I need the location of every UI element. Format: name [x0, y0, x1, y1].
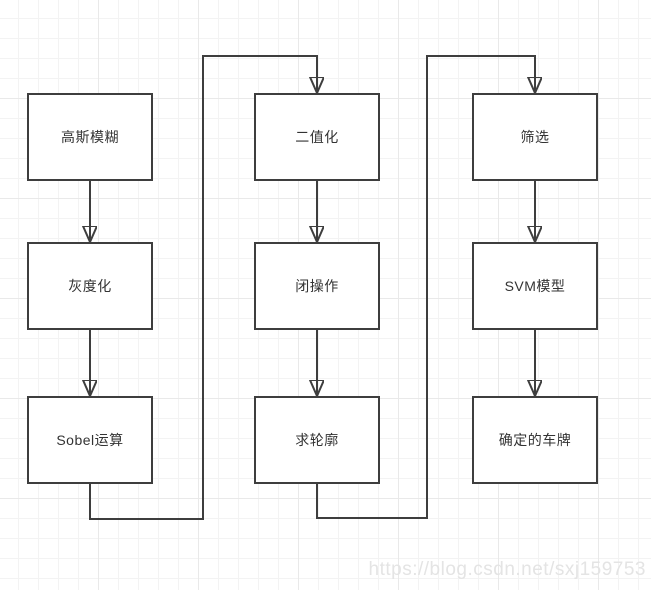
node-filter-label: 筛选: [520, 129, 550, 145]
edge-contour-to-filter[interactable]: [316, 55, 535, 519]
node-contour[interactable]: 求轮廓: [254, 396, 380, 484]
node-plate[interactable]: 确定的车牌: [472, 396, 598, 484]
node-closing[interactable]: 闭操作: [254, 242, 380, 330]
node-plate-label: 确定的车牌: [498, 432, 572, 448]
node-sobel-label: Sobel运算: [56, 432, 124, 448]
node-sobel[interactable]: Sobel运算: [27, 396, 153, 484]
watermark: https://blog.csdn.net/sxj159753: [368, 559, 646, 580]
node-svm-model[interactable]: SVM模型: [472, 242, 598, 330]
node-binarize-label: 二值化: [295, 129, 339, 145]
node-filter[interactable]: 筛选: [472, 93, 598, 181]
node-gaussian-blur[interactable]: 高斯模糊: [27, 93, 153, 181]
node-grayscale-label: 灰度化: [68, 278, 112, 294]
node-binarize[interactable]: 二值化: [254, 93, 380, 181]
node-closing-label: 闭操作: [295, 278, 339, 294]
node-svm-model-label: SVM模型: [504, 278, 566, 294]
node-contour-label: 求轮廓: [295, 432, 339, 448]
node-gaussian-blur-label: 高斯模糊: [61, 129, 119, 145]
node-grayscale[interactable]: 灰度化: [27, 242, 153, 330]
edge-sobel-to-binarize[interactable]: [89, 55, 317, 520]
